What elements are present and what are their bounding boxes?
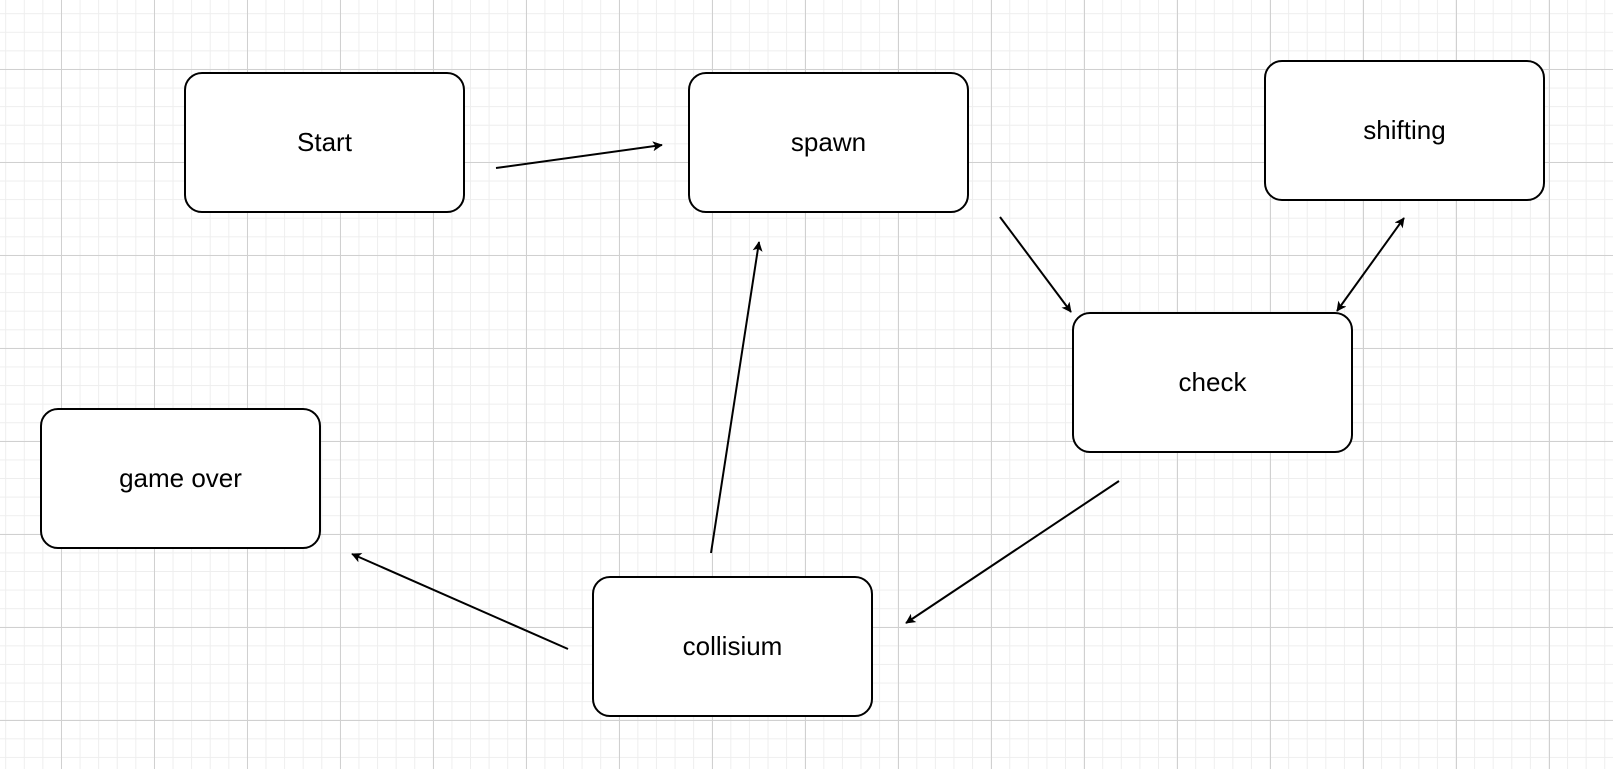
edge-check-shifting bbox=[1336, 217, 1405, 312]
edge-spawn-to-check bbox=[999, 216, 1072, 313]
node-spawn[interactable]: spawn bbox=[688, 72, 969, 213]
node-start[interactable]: Start bbox=[184, 72, 465, 213]
node-shifting-label: shifting bbox=[1363, 115, 1446, 145]
node-game-over-label: game over bbox=[119, 463, 242, 493]
edge-collisium-to-game-over bbox=[351, 553, 569, 650]
node-check[interactable]: check bbox=[1072, 312, 1353, 453]
node-game-over[interactable]: game over bbox=[40, 408, 321, 549]
edge-start-to-spawn bbox=[495, 141, 663, 169]
node-spawn-label: spawn bbox=[790, 127, 867, 157]
node-collisium-label: collisium bbox=[682, 631, 783, 661]
node-collisium[interactable]: collisium bbox=[592, 576, 873, 717]
node-shifting[interactable]: shifting bbox=[1264, 60, 1545, 201]
node-start-label: Start bbox=[297, 127, 352, 157]
node-check-label: check bbox=[1178, 367, 1247, 397]
edge-collisium-to-spawn bbox=[710, 241, 763, 554]
edge-check-to-collisium bbox=[905, 480, 1120, 624]
